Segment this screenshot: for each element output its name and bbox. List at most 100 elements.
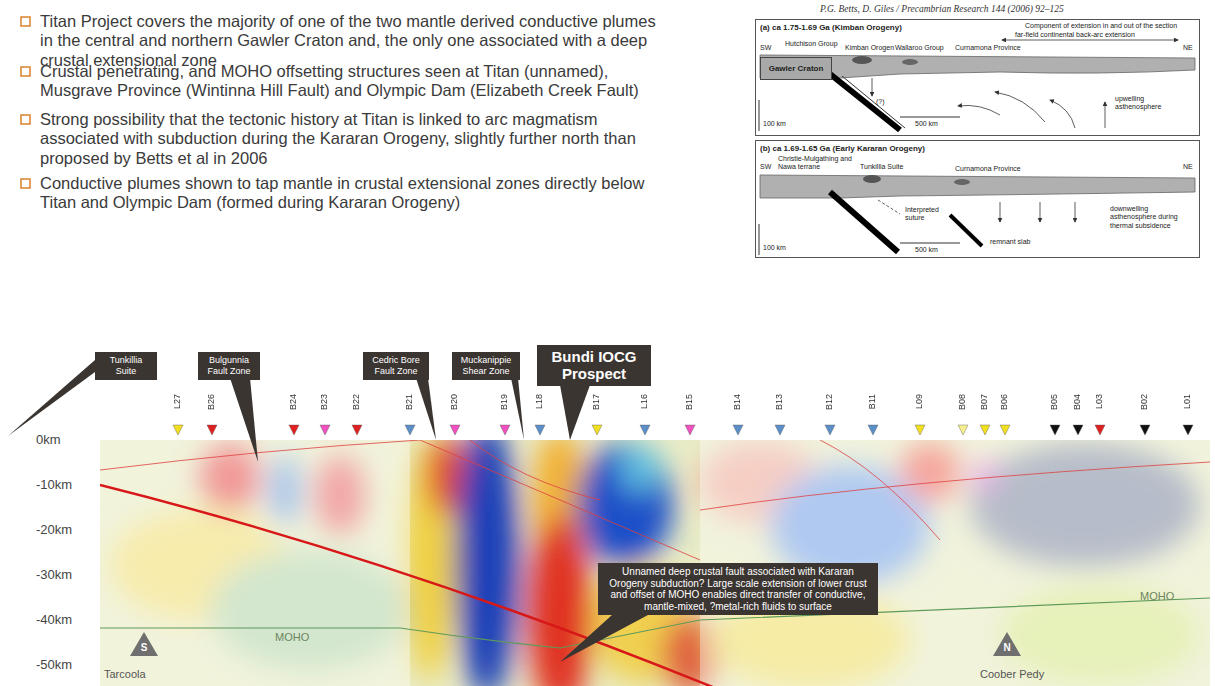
node-text: Bundi IOCG Prospect [541,348,647,383]
craton-box: Gawler Craton [760,57,832,80]
triangle-fill [130,632,158,656]
station-marker [640,425,650,435]
station-marker [1183,425,1193,435]
callout-box: Cedric Bore Fault Zone [363,352,429,380]
panel-label: Kimban Orogen [845,44,894,52]
station-label: B17 [592,394,601,410]
direction-marker: N [993,632,1021,656]
station-marker [1050,425,1060,435]
station-label: B21 [405,394,414,410]
station-label: B05 [1050,394,1059,410]
station-label: L16 [640,394,649,409]
station-marker [685,425,695,435]
callout-pointers [8,360,648,662]
station-marker [289,425,299,435]
station-marker [320,425,330,435]
node-text: Unnamed deep crustal fault associated wi… [602,566,874,612]
panel-label: NE [1183,163,1193,171]
panel-b-figure [755,140,1200,258]
triangle-fill [993,632,1021,656]
station-marker [1095,425,1105,435]
panel-a-figure [755,19,1200,136]
station-label: L01 [1183,394,1192,409]
scale-label: 500 km [915,246,938,254]
bullet-text: Crustal penetrating, and MOHO offsetting… [40,62,665,101]
node-text: Muckanippie Shear Zone [456,355,516,377]
station-label: B08 [958,394,967,410]
station-label: B19 [500,394,509,410]
scale-label: 500 km [915,120,938,128]
bullet-squares [21,17,30,188]
station-marker [915,425,925,435]
bullet-text: Titan Project covers the majority of one… [40,12,665,70]
place-label: Tarcoola [104,668,146,681]
panel-label: Curnamona Province [955,165,1021,173]
station-marker [868,425,878,435]
depth-label: 0km [36,432,61,447]
station-label: L03 [1095,394,1104,409]
scale-label: 100 km [763,120,786,128]
note-callout: Unnamed deep crustal fault associated wi… [598,563,878,615]
station-marker [500,425,510,435]
station-marker [775,425,785,435]
node-text: S [130,632,158,653]
station-label: B26 [207,394,216,410]
station-label: B22 [352,394,361,410]
node-text: Cedric Bore Fault Zone [367,355,425,377]
depth-label: -30km [36,567,72,582]
moho-label: MOHO [1140,590,1174,603]
panel-label: far-field continental back-arc extension [1015,31,1135,39]
station-label: L09 [915,394,924,409]
bullet-text: Strong possibility that the tectonic his… [40,110,665,168]
station-marker [825,425,835,435]
node-text: Bulgunnia Fault Zone [202,355,256,377]
station-marker [733,425,743,435]
panel-label: Curnamona Province [955,44,1021,52]
panel-label: Wallaroo Group [895,44,944,52]
citation: P.G. Betts, D. Giles / Precambrian Resea… [820,4,1210,15]
station-label: B02 [1140,394,1149,410]
station-label: B12 [825,394,834,410]
scale-label: 100 km [763,244,786,252]
bullet-text: Conductive plumes shown to tap mantle in… [40,174,665,213]
callout-box: Bulgunnia Fault Zone [198,352,260,380]
station-label: B11 [868,394,877,409]
moho-label: MOHO [275,631,309,644]
panel-label: Hutchison Group [785,40,838,48]
panel-label: remnant slab [990,238,1030,246]
conductivity-section [100,440,1210,686]
station-label: B23 [320,394,329,410]
station-label: B07 [980,394,989,410]
panel-label: NE [1183,44,1193,52]
station-marker [1073,425,1083,435]
station-marker [173,425,183,435]
station-label: L27 [173,394,182,409]
callout-box: Tunkillia Suite [95,352,157,380]
station-label: B14 [733,394,742,410]
station-marker [352,425,362,435]
place-label: Coober Pedy [980,668,1044,681]
panel-label: Interpreted suture [905,206,950,223]
panel-label: SW [760,44,771,52]
station-marker [405,425,415,435]
node-text: N [993,632,1021,653]
station-label: L18 [535,394,544,409]
station-label: B04 [1073,394,1082,410]
node-text: (b) ca 1.69-1.65 Ga (Early Kararan Oroge… [756,141,1199,156]
panel-label: upwelling asthenosphere [1115,95,1175,112]
station-markers [173,425,1193,435]
depth-label: -20km [36,522,72,537]
direction-marker: S [130,632,158,656]
station-marker [207,425,217,435]
depth-label: -10km [36,477,72,492]
station-marker [1000,425,1010,435]
station-marker [980,425,990,435]
panel-label: downwelling asthenosphere during thermal… [1110,205,1192,230]
panel-label: SW [760,163,771,171]
station-marker [535,425,545,435]
panel-label: Tunkillia Suite [860,163,903,171]
callout-box: Muckanippie Shear Zone [452,352,520,380]
depth-label: -40km [36,612,72,627]
station-marker [1140,425,1150,435]
